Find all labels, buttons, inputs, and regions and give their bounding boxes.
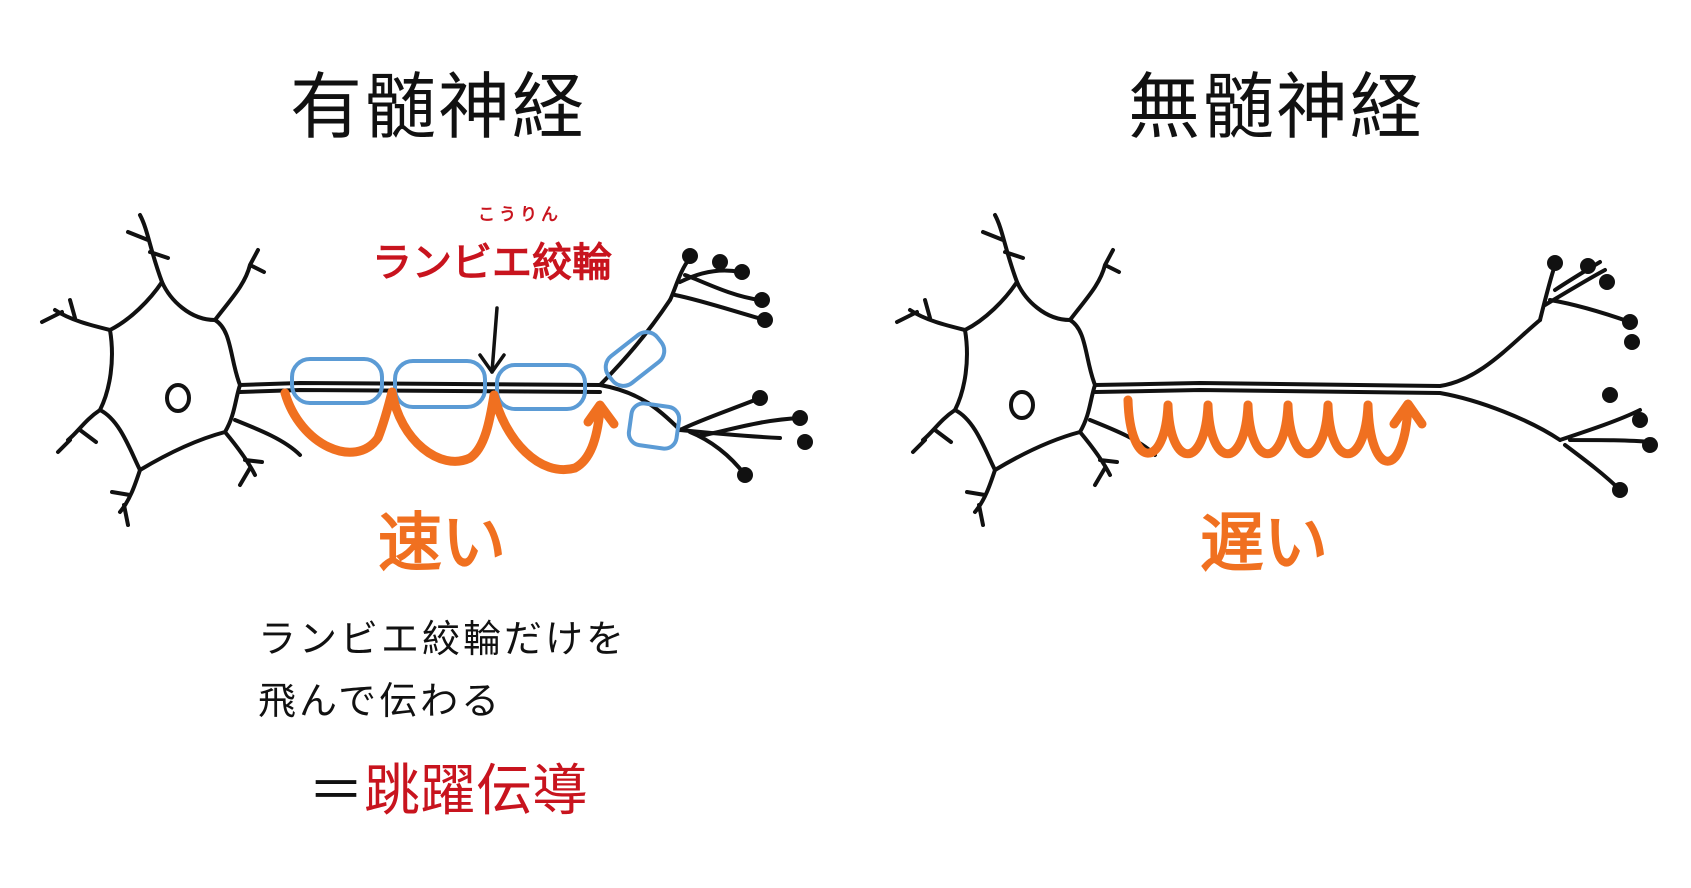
myelin-sheath-1 (290, 357, 384, 405)
node-reading: こうりん (478, 205, 562, 225)
myelin-sheath-5 (626, 401, 682, 451)
explanation-text: ランビエ絞輪だけを 飛んで伝わる (258, 608, 627, 732)
myelin-sheath-3 (495, 363, 587, 411)
myelin-sheath-2 (393, 359, 487, 409)
unmyelinated-title: 無髄神経 (1128, 65, 1425, 149)
equals-sign: ＝ (308, 759, 364, 824)
myelinated-neuron (40, 213, 802, 527)
fast-label: 速い (378, 507, 506, 581)
myelin-sheath-4 (603, 330, 667, 388)
unmyelinated-neuron (895, 213, 1652, 527)
left-axon-terminal-bulbs (682, 248, 813, 483)
saltatory-conduction-arrow (280, 387, 619, 475)
node-pointer-arrow (478, 306, 506, 374)
node-of-ranvier-label: ランビエ絞輪 (372, 240, 612, 286)
saltatory-conduction-term: 跳躍伝導 (364, 759, 588, 824)
term-line: ＝跳躍伝導 (308, 746, 588, 827)
right-axon-terminal-bulbs (1547, 255, 1658, 498)
continuous-conduction-arrow (1123, 395, 1427, 466)
left-soma (98, 280, 242, 472)
right-soma (953, 280, 1097, 472)
explanation-line-1: ランビエ絞輪だけを (258, 617, 628, 661)
myelinated-title: 有髄神経 (290, 65, 587, 149)
explanation-line-2: 飛んで伝わる (258, 679, 503, 723)
slow-label: 遅い (1200, 507, 1328, 581)
myelin-sheaths (290, 330, 682, 451)
left-nucleus (165, 383, 191, 413)
right-nucleus (1009, 390, 1035, 420)
right-axon (1093, 318, 1542, 388)
